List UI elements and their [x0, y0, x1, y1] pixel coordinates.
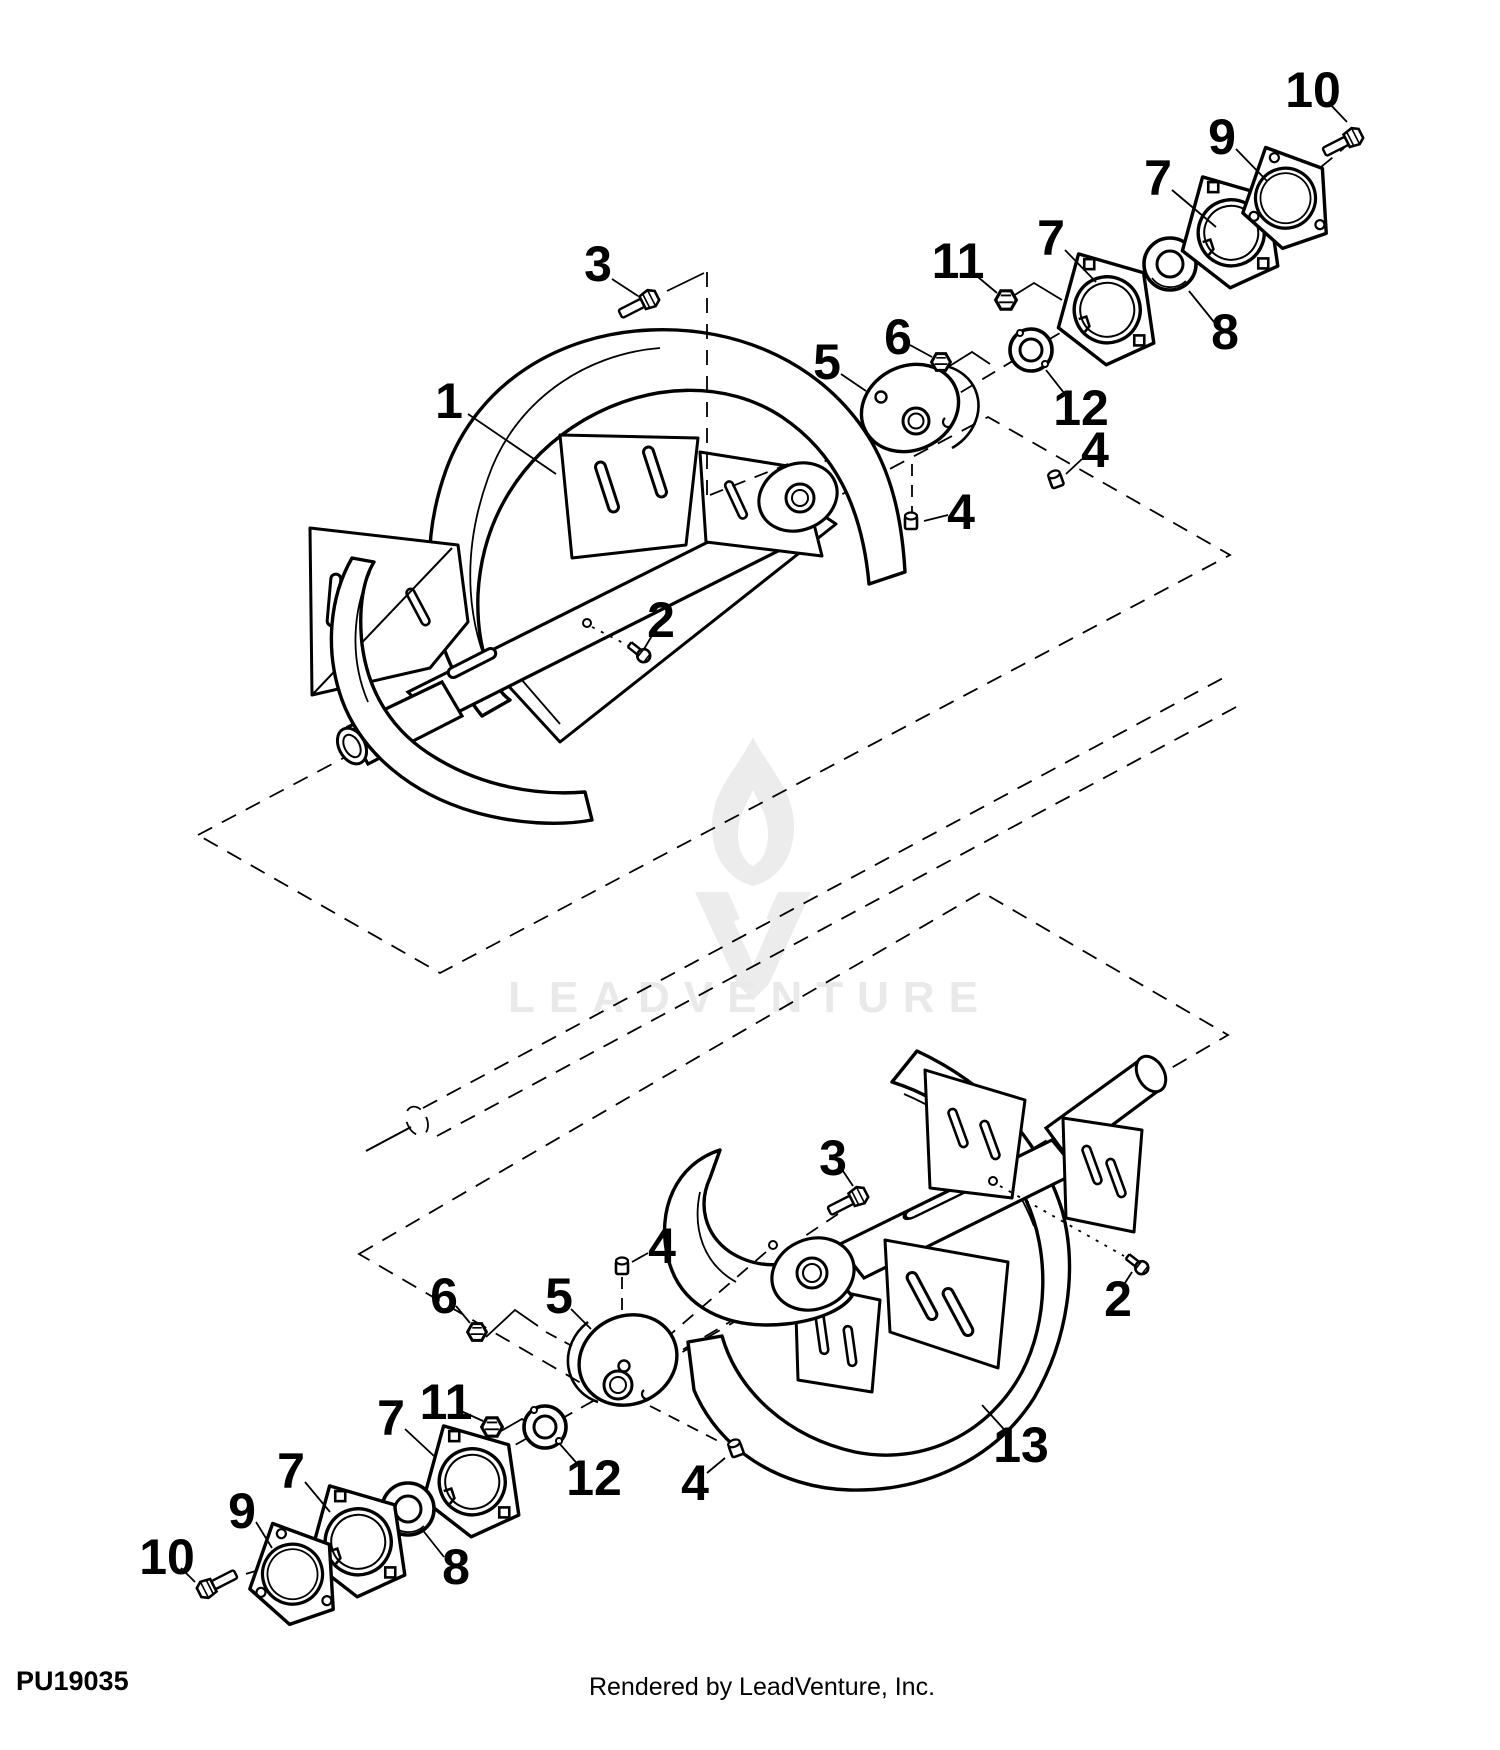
- part-callout-1: 1: [435, 373, 463, 429]
- leadventure-watermark-logo: [695, 737, 811, 1000]
- ghost-shaft-line: [422, 676, 1226, 1109]
- render-credit: Rendered by LeadVenture, Inc.: [589, 1673, 935, 1701]
- collar-12-lower: [522, 1404, 568, 1450]
- part-callout-3: 3: [819, 1130, 847, 1186]
- part-callout-7: 7: [277, 1443, 305, 1499]
- bolt-10-lower: [193, 1564, 242, 1602]
- cap-4-upper-a: [903, 511, 919, 531]
- locator-lines-upper: [582, 272, 1063, 647]
- part-callout-9: 9: [228, 1483, 256, 1539]
- part-callout-3: 3: [584, 236, 612, 292]
- drawing-number: PU19035: [16, 1666, 129, 1696]
- ghost-shaft-end: [405, 1105, 429, 1137]
- cap-4-lower-a: [614, 1256, 630, 1276]
- part-callout-6: 6: [884, 309, 912, 365]
- callout-leader-lines: [180, 101, 1348, 1583]
- part-callout-8: 8: [1211, 304, 1239, 360]
- part-callout-12: 12: [566, 1450, 622, 1506]
- ghost-shaft-stub: [365, 1126, 412, 1152]
- auger-assembly-1: [308, 328, 907, 825]
- part-callout-6: 6: [430, 1268, 458, 1324]
- mount-plate-5-lower: [566, 1313, 679, 1407]
- collar-12-upper: [1008, 327, 1054, 373]
- part-callout-2: 2: [1104, 1271, 1132, 1327]
- part-callout-4: 4: [1081, 422, 1109, 478]
- auger-assembly-13: [663, 1049, 1168, 1492]
- part-callout-11: 11: [932, 233, 985, 289]
- hardware-lower: [193, 1183, 1153, 1634]
- part-callout-8: 8: [442, 1539, 470, 1595]
- nut-11-lower: [480, 1416, 504, 1438]
- part-callout-7: 7: [377, 1390, 405, 1446]
- part-callout-11: 11: [420, 1374, 473, 1430]
- part-callout-9: 9: [1208, 109, 1236, 165]
- part-callout-13: 13: [993, 1417, 1049, 1473]
- part-callout-4: 4: [681, 1455, 709, 1511]
- ghost-shaft-line: [436, 705, 1239, 1137]
- gusset-plates-13: [793, 1068, 1144, 1394]
- part-callout-12: 12: [1053, 380, 1109, 436]
- part-callout-5: 5: [545, 1268, 573, 1324]
- part-callout-4: 4: [947, 484, 975, 540]
- hardware-upper: [614, 124, 1367, 667]
- part-callout-10: 10: [139, 1529, 195, 1585]
- bolt-10-upper: [1318, 124, 1367, 162]
- alignment-plane-lower: [357, 890, 1230, 1399]
- mount-plate-5-upper: [859, 362, 980, 454]
- cap-4-upper-b: [1045, 467, 1066, 490]
- nut-6-lower: [466, 1322, 488, 1342]
- part-callout-4: 4: [648, 1218, 676, 1274]
- nut-11-upper: [994, 289, 1018, 311]
- leadventure-watermark-text: LEADVENTURE: [508, 973, 992, 1022]
- bolt-3-lower: [823, 1183, 872, 1221]
- bolt-3-upper: [614, 286, 663, 324]
- part-callout-7: 7: [1144, 150, 1172, 206]
- part-callout-7: 7: [1037, 210, 1065, 266]
- part-callout-5: 5: [813, 334, 841, 390]
- part-callout-2: 2: [647, 592, 675, 648]
- nut-6-upper: [930, 352, 952, 372]
- part-callout-10: 10: [1285, 62, 1341, 118]
